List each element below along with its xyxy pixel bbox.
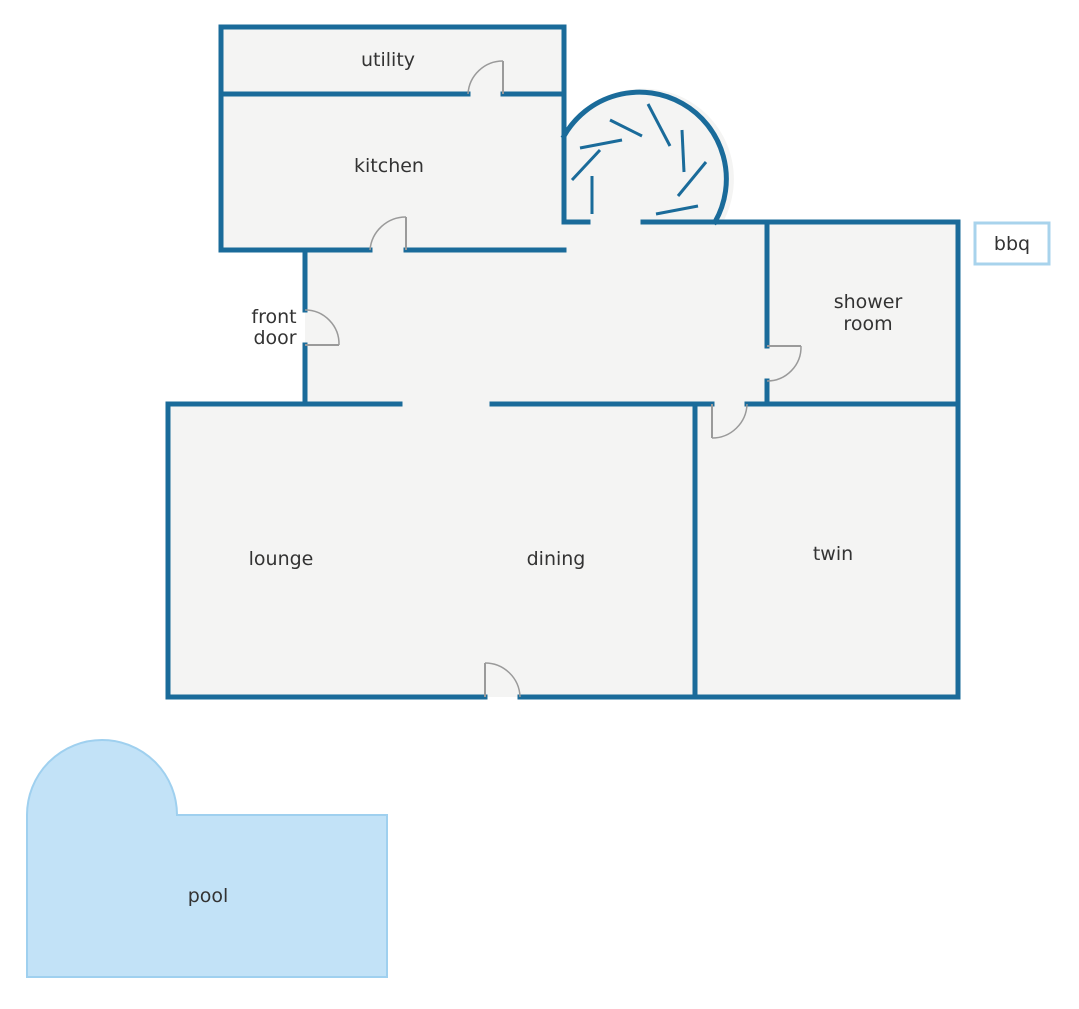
spiral-staircase: [570, 103, 708, 216]
utility-kitchen-floor: [221, 27, 564, 250]
pool-shape: [26, 739, 388, 978]
room-label-dining: dining: [527, 548, 586, 570]
room-label-room: room: [843, 313, 892, 335]
room-label-kitchen: kitchen: [354, 155, 424, 177]
stair-floor: [564, 88, 734, 223]
living-floor: [168, 404, 958, 697]
room-label-utility: utility: [361, 49, 415, 71]
dining-door: [484, 662, 521, 698]
label-pool: pool: [188, 885, 229, 907]
bbq-box: [973, 221, 1051, 266]
room-label-twin: twin: [813, 543, 853, 565]
label-bbq: bbq: [994, 233, 1030, 255]
walls: [165, 24, 961, 700]
room-label-door: door: [253, 327, 296, 349]
shower-room-door: [766, 345, 802, 382]
room-label-front: front: [251, 306, 296, 328]
room-label-lounge: lounge: [249, 548, 314, 570]
utility-door: [467, 60, 504, 95]
room-label-shower: shower: [834, 291, 903, 313]
twin-door: [711, 403, 748, 439]
kitchen-door: [369, 216, 407, 251]
front-door: [304, 309, 340, 346]
